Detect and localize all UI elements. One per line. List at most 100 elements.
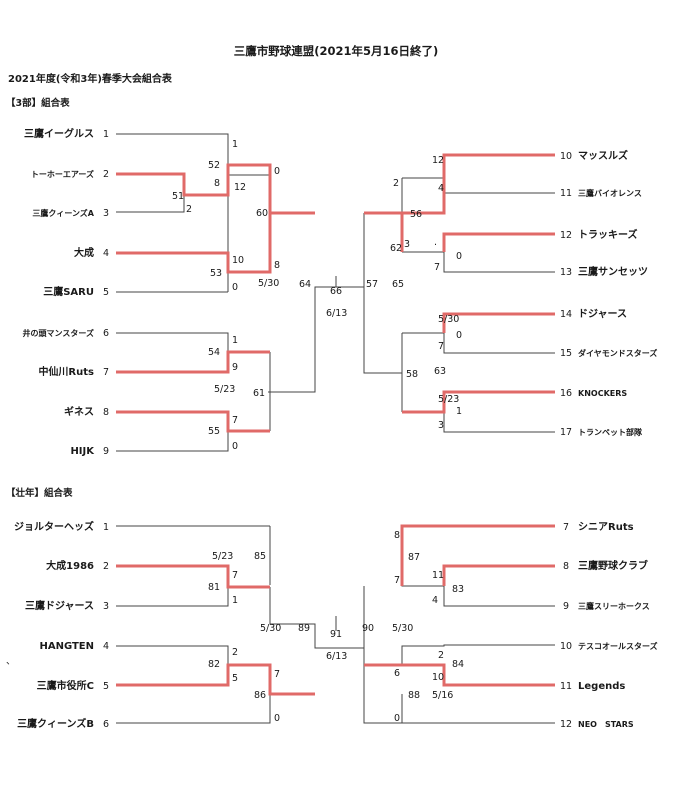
team-name-left-sonen: 三鷹ドジャース (25, 599, 94, 612)
team-name-right-3bu: 三鷹バイオレンス (578, 188, 642, 198)
score-label: 0 (232, 282, 238, 293)
score-label: 66 (330, 286, 342, 297)
team-name-left-sonen: 大成1986 (46, 559, 94, 572)
score-label: 89 (298, 623, 310, 634)
stray-mark: 、 (6, 656, 16, 667)
score-label: 6 (394, 668, 400, 679)
seed-number: 9 (103, 446, 109, 457)
team-name-left-sonen: ジョルターヘッズ (14, 520, 94, 533)
score-label: 3 (438, 420, 444, 431)
bracket-lines-sonen (116, 525, 555, 724)
score-label: 65 (392, 279, 404, 290)
score-label: 88 (408, 690, 420, 701)
seed-number: 7 (103, 367, 109, 378)
seed-number: 8 (563, 561, 569, 572)
score-label: 5/16 (432, 690, 453, 701)
score-label: 2 (393, 178, 399, 189)
seed-number: 13 (560, 267, 572, 278)
score-label: 62 (390, 243, 402, 254)
score-label: 10 (432, 672, 444, 683)
team-name-right-3bu: トラッキーズ (578, 228, 638, 241)
team-name-right-sonen: 三鷹スリーホークス (578, 601, 650, 611)
seed-number: 14 (560, 309, 572, 320)
score-label: 7 (434, 262, 440, 273)
score-label: 5/23 (438, 394, 459, 405)
team-name-left-3bu: 三鷹SARU (43, 285, 94, 298)
seed-number: 12 (560, 230, 572, 241)
score-label: 0 (456, 251, 462, 262)
score-label: 0 (232, 441, 238, 452)
score-label: 60 (256, 208, 268, 219)
score-label: 2 (232, 647, 238, 658)
score-label: 85 (254, 551, 266, 562)
score-label: 6/13 (326, 308, 347, 319)
score-label: 56 (410, 209, 422, 220)
seed-number: 3 (103, 601, 109, 612)
page-subtitle: 2021年度(令和3年)春季大会組合表 (8, 72, 173, 85)
seed-number: 11 (560, 188, 572, 199)
score-label: 54 (208, 347, 220, 358)
score-label: 11 (432, 570, 444, 581)
team-name-left-3bu: ギネス (64, 405, 94, 418)
team-name-left-3bu: 中仙川Ruts (38, 365, 94, 378)
score-label: 91 (330, 629, 342, 640)
seed-number: 16 (560, 388, 572, 399)
score-label: 6/13 (326, 651, 347, 662)
seed-number: 3 (103, 208, 109, 219)
seed-number: 5 (103, 287, 109, 298)
score-label: 63 (434, 366, 446, 377)
team-name-left-3bu: 三鷹イーグルス (24, 127, 94, 140)
score-label: 7 (232, 570, 238, 581)
team-name-left-3bu: 三鷹クィーンズA (32, 208, 94, 218)
score-label: 55 (208, 426, 220, 437)
team-name-right-3bu: ドジャース (578, 308, 627, 320)
team-name-right-sonen: シニアRuts (578, 521, 634, 533)
score-label: . (434, 237, 437, 248)
score-label: 7 (394, 575, 400, 586)
score-label: 86 (254, 690, 266, 701)
team-name-left-sonen: 三鷹クィーンズB (17, 717, 94, 730)
score-label: 5 (232, 673, 238, 684)
team-name-right-3bu: KNOCKERS (578, 389, 627, 398)
score-label: 81 (208, 582, 220, 593)
team-name-left-sonen: 三鷹市役所C (37, 679, 94, 692)
winner-path-3bu (116, 153, 555, 433)
section-sonen-label: 【壮年】組合表 (6, 487, 73, 499)
seed-number: 9 (563, 601, 569, 612)
team-name-right-sonen: NEO STARS (578, 720, 634, 729)
team-name-right-sonen: テスコオールスターズ (578, 641, 658, 651)
score-label: 7 (274, 669, 280, 680)
team-name-left-3bu: HIJK (70, 446, 95, 457)
score-label: 3 (404, 239, 410, 250)
score-label: 2 (186, 204, 192, 215)
seed-number: 6 (103, 328, 109, 339)
winner-path-sonen (116, 524, 555, 696)
score-label: 8 (394, 530, 400, 541)
seed-number: 4 (103, 641, 109, 652)
seed-number: 12 (560, 719, 572, 730)
score-label: 2 (438, 650, 444, 661)
score-label: 5/23 (214, 384, 235, 395)
score-label: 52 (208, 160, 220, 171)
seed-number: 5 (103, 681, 109, 692)
score-label: 64 (299, 279, 311, 290)
score-label: 87 (408, 552, 420, 563)
seed-number: 8 (103, 407, 109, 418)
seed-number: 2 (103, 561, 109, 572)
score-label: 51 (172, 191, 184, 202)
score-label: 5/23 (212, 551, 233, 562)
score-label: 1 (232, 595, 238, 606)
score-label: 53 (210, 268, 222, 279)
team-name-right-3bu: 三鷹サンセッツ (578, 265, 648, 278)
team-name-right-3bu: トランペット部隊 (578, 427, 643, 437)
score-label: 7 (232, 415, 238, 426)
seed-number: 2 (103, 169, 109, 180)
score-label: 0 (274, 166, 280, 177)
score-label: 1 (456, 406, 462, 417)
score-label: 7 (438, 341, 444, 352)
score-label: 61 (253, 388, 265, 399)
score-label: 1 (232, 139, 238, 150)
